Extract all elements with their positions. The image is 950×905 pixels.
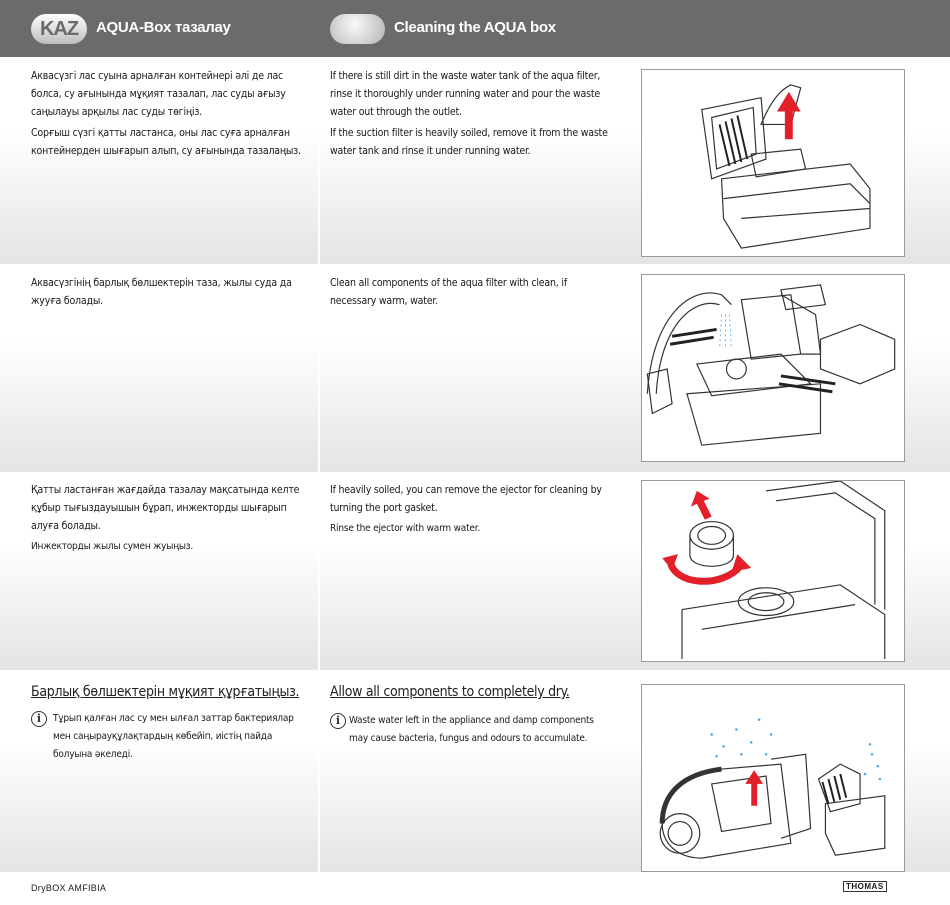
instruction-step-2: Аквасүзгінің барлық бөлшектерін таза, жы… [0,266,950,472]
step-1-en-text: If there is still dirt in the waste wate… [330,67,608,163]
step-3-kz-paragraph-2: Инжекторды жылы сумен жуыңыз. [31,541,194,552]
language-badge-en [330,14,385,44]
footer-model: DryBOX AMFIBIA [31,883,107,893]
step-3-en-text: If heavily soiled, you can remove the ej… [330,481,610,541]
info-icon: i [330,713,346,729]
column-divider [318,672,320,872]
step-1-kz-paragraph-2: Сорғыш сүзгі қатты ластанса, оны лас суғ… [31,127,301,157]
illustration-waste-tank [701,84,871,249]
kaz-section-title: AQUA-Box тазалау [96,19,231,36]
step-1-kz-paragraph-1: Аквасүзгі лас суына арналған контейнері … [31,70,286,118]
instruction-step-1: Аквасүзгі лас суына арналған контейнері … [0,59,950,264]
brand-logo: THOMAS [843,881,887,892]
step-1-en-paragraph-2: If the suction filter is heavily soiled,… [330,127,608,157]
step-1-en-paragraph-1: If there is still dirt in the waste wate… [330,70,601,118]
column-divider [318,474,320,670]
en-dry-heading: Allow all components to completely dry. [330,684,570,700]
instruction-step-4: Барлық бөлшектерін мұқият құрғатыңыз. i … [0,672,950,872]
kz-dry-heading: Барлық бөлшектерін мұқият құрғатыңыз. [31,684,300,700]
illustration-drying [659,718,886,859]
step-1-kz-text: Аквасүзгі лас суына арналған контейнері … [31,67,311,163]
step-2-en-paragraph-1: Clean all components of the aqua filter … [330,277,567,307]
kz-dry-note: Тұрып қалған лас су мен ылғал заттар бак… [53,713,294,760]
step-2-kz-paragraph-1: Аквасүзгінің барлық бөлшектерін таза, жы… [31,277,292,307]
language-badge-kaz: KAZ [31,14,87,44]
column-divider [318,59,320,264]
en-section-title: Cleaning the AQUA box [394,19,556,36]
info-icon: i [31,711,47,727]
step-2-en-text: Clean all components of the aqua filter … [330,274,600,313]
step-3-kz-paragraph-1: Қатты ластанған жағдайда тазалау мақсаты… [31,484,300,532]
figure-remove-ejector [641,480,905,662]
arrow-up-icon [745,770,764,806]
figure-dry-components [641,684,905,872]
rotate-arrow-icon [666,559,745,585]
step-3-en-paragraph-2: Rinse the ejector with warm water. [330,523,480,534]
figure-rinse-waste-tank [641,69,905,257]
step-3-kz-text: Қатты ластанған жағдайда тазалау мақсаты… [31,481,303,559]
en-dry-note: Waste water left in the appliance and da… [349,715,594,744]
arrow-up-icon [690,490,712,520]
step-2-kz-text: Аквасүзгінің барлық бөлшектерін таза, жы… [31,274,301,313]
arrow-up-icon [776,91,801,140]
page-header: KAZ AQUA-Box тазалау Cleaning the AQUA b… [0,0,950,57]
figure-clean-components [641,274,905,462]
instruction-step-3: Қатты ластанған жағдайда тазалау мақсаты… [0,474,950,670]
column-divider [318,266,320,472]
illustration-ejector [662,481,886,660]
illustration-components [646,284,896,446]
step-3-en-paragraph-1: If heavily soiled, you can remove the ej… [330,484,602,514]
